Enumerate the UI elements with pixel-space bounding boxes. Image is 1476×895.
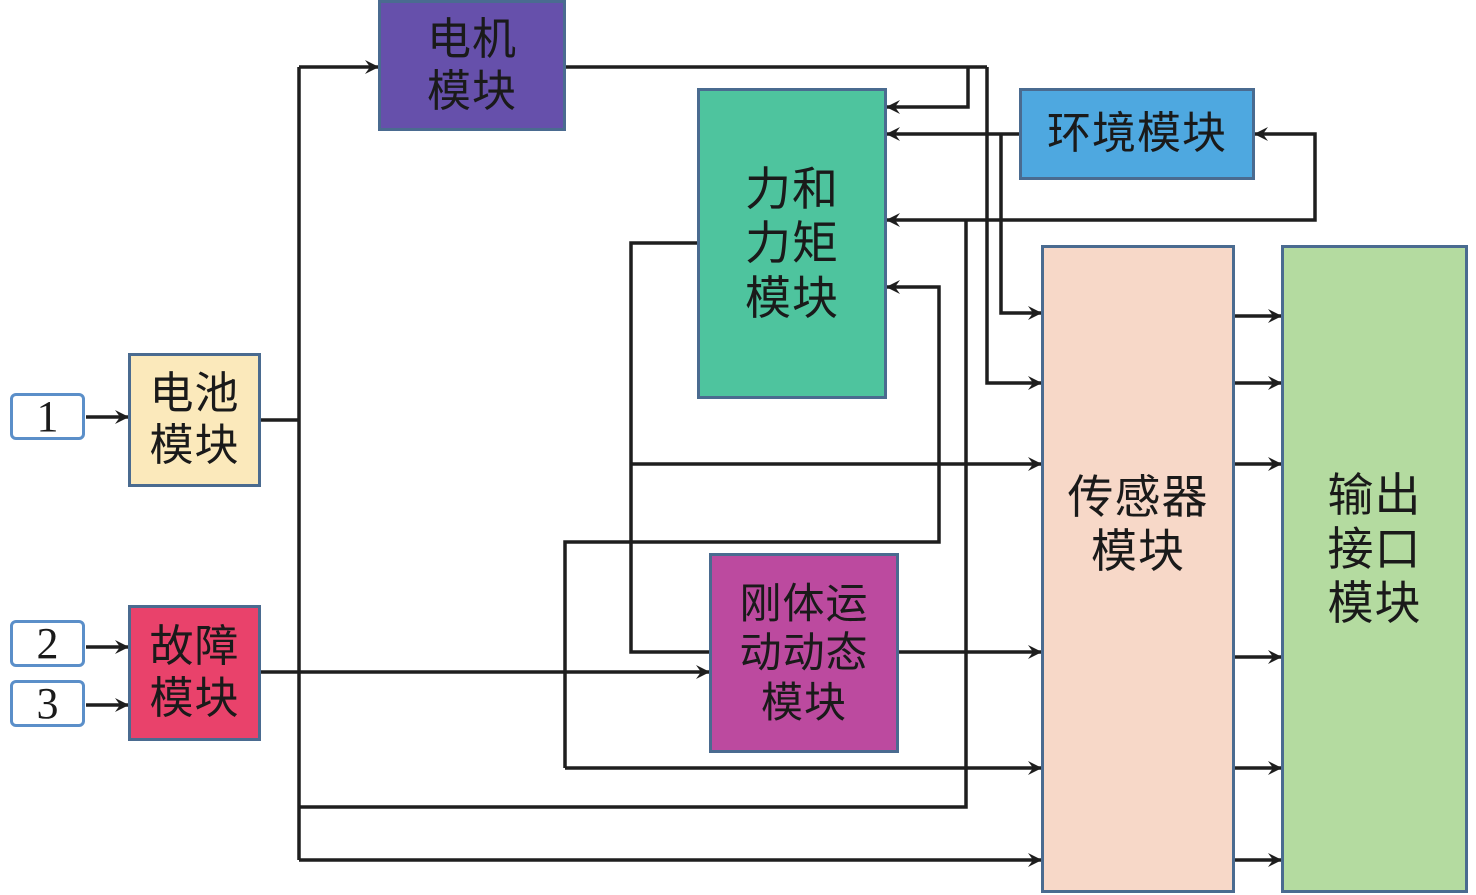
- motor-module-label: 电机 模块: [427, 13, 517, 117]
- force-torque-module-block: 力和 力矩 模块: [697, 88, 887, 399]
- input-1-label: 1: [36, 392, 59, 441]
- force-torque-module-label: 力和 力矩 模块: [745, 162, 839, 325]
- sensor-module-label: 传感器 模块: [1067, 469, 1209, 578]
- fault-module-label: 故障 模块: [149, 621, 240, 724]
- output-interface-module-block: 输出 接口 模块: [1281, 245, 1468, 893]
- sensor-module-block: 传感器 模块: [1041, 245, 1235, 893]
- environment-module-label: 环境模块: [1047, 108, 1227, 160]
- input-3: 3: [10, 679, 85, 728]
- loop-to-environment-connector: [966, 127, 1317, 222]
- rigid-to-force-connector: [563, 280, 941, 768]
- input-3-label: 3: [36, 679, 59, 728]
- rigid-body-dynamics-module-block: 刚体运 动动态 模块: [709, 553, 899, 753]
- motor-to-force-connector: [886, 67, 970, 114]
- battery-module-block: 电池 模块: [128, 353, 261, 487]
- rigid-body-dynamics-module-label: 刚体运 动动态 模块: [739, 578, 869, 727]
- env-to-sensor-connector: [999, 134, 1042, 320]
- environment-module-block: 环境模块: [1019, 88, 1255, 180]
- fault-module-block: 故障 模块: [128, 605, 261, 741]
- motor-module-block: 电机 模块: [378, 0, 566, 131]
- output-interface-module-label: 输出 接口 模块: [1327, 467, 1422, 631]
- input-2: 2: [10, 619, 85, 668]
- motor-to-sensor-connector: [985, 67, 1042, 390]
- input-2-label: 2: [36, 619, 59, 668]
- battery-module-label: 电池 模块: [149, 368, 240, 471]
- force-out-connector: [629, 241, 709, 654]
- input-1: 1: [10, 392, 85, 441]
- battery-to-force-via-right-connector: [299, 220, 968, 809]
